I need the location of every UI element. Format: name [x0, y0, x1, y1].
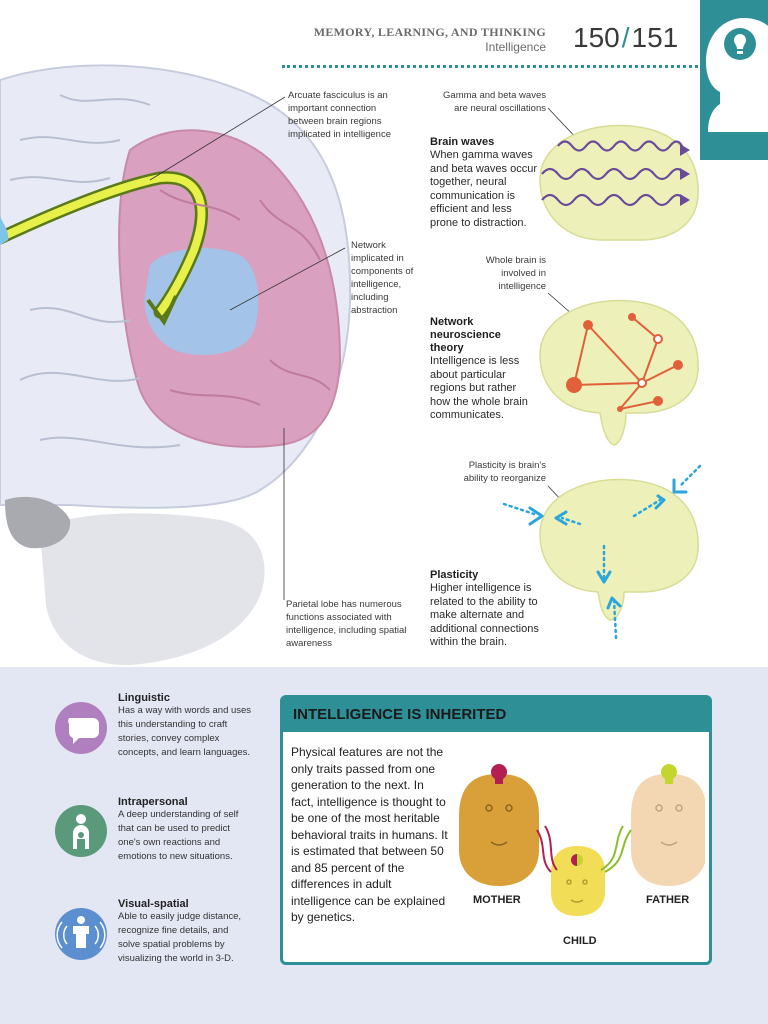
network-brain-illustration	[539, 292, 699, 446]
brain-waves-heading: Brain waves	[430, 136, 495, 148]
type-linguistic: Linguistic Has a way with words and uses…	[118, 692, 253, 760]
gamma-beta-callout: Gamma and beta waves are neural oscillat…	[443, 90, 546, 114]
type-intrapersonal: Intrapersonal A deep understanding of se…	[118, 796, 253, 864]
page-numbers: 150/151	[573, 22, 678, 54]
intrapersonal-icon	[55, 805, 107, 857]
linguistic-icon	[55, 702, 107, 754]
inherited-box: INTELLIGENCE IS INHERITED Physical featu…	[280, 695, 712, 965]
plasticity-body: Higher intelligence is related to the ab…	[430, 582, 539, 648]
visual-spatial-icon	[55, 908, 107, 960]
network-theory-body: Intelligence is less about particular re…	[430, 355, 528, 421]
header-divider	[282, 65, 698, 68]
plasticity-heading: Plasticity	[430, 569, 479, 581]
page-number-left: 150	[573, 22, 620, 53]
child-label: CHILD	[563, 935, 597, 947]
whole-brain-callout: Whole brain is involved in intelligence	[485, 255, 546, 292]
type-visual-spatial: Visual-spatial Able to easily judge dist…	[118, 898, 253, 966]
type-linguistic-name: Linguistic	[118, 692, 170, 704]
head-lightbulb-icon	[706, 18, 768, 132]
inherited-text: Physical features are not the only trait…	[291, 745, 448, 924]
subsection-title: Intelligence	[485, 40, 546, 54]
type-intrapersonal-name: Intrapersonal	[118, 796, 188, 808]
arcuate-fasciculus-callout: Arcuate fasciculus is an important conne…	[288, 90, 391, 140]
type-visual-spatial-desc: Able to easily judge distance, recognize…	[118, 911, 242, 964]
brain-waves-body: When gamma waves and beta waves occur to…	[430, 149, 538, 229]
type-intrapersonal-desc: A deep understanding of self that can be…	[118, 809, 239, 862]
inherited-header: INTELLIGENCE IS INHERITED	[283, 698, 709, 732]
brain-waves-panel: Brain waves When gamma waves and beta wa…	[430, 136, 540, 230]
parietal-lobe-callout: Parietal lobe has numerous functions ass…	[286, 599, 407, 649]
type-visual-spatial-name: Visual-spatial	[118, 898, 189, 910]
page-separator: /	[621, 22, 630, 53]
mother-label: MOTHER	[473, 894, 521, 906]
plasticity-panel: Plasticity Higher intelligence is relate…	[430, 569, 542, 650]
inherited-title: INTELLIGENCE IS INHERITED	[293, 706, 507, 723]
brain-waves-illustration	[539, 107, 699, 241]
network-theory-panel: Network neuroscience theory Intelligence…	[430, 316, 536, 423]
section-thumb-tab	[700, 0, 768, 160]
section-title: MEMORY, LEARNING, AND THINKING	[313, 25, 546, 39]
type-linguistic-desc: Has a way with words and uses this under…	[118, 705, 252, 758]
page-number-right: 151	[631, 22, 679, 53]
plasticity-callout: Plasticity is brain's ability to reorgan…	[463, 460, 546, 484]
plasticity-brain-illustration	[502, 464, 702, 640]
network-theory-heading: Network neuroscience theory	[430, 316, 501, 354]
family-heads-illustration	[459, 764, 705, 916]
brain-illustration	[0, 64, 352, 666]
father-label: FATHER	[646, 894, 690, 906]
network-callout: Network implicated in components of inte…	[351, 240, 414, 316]
